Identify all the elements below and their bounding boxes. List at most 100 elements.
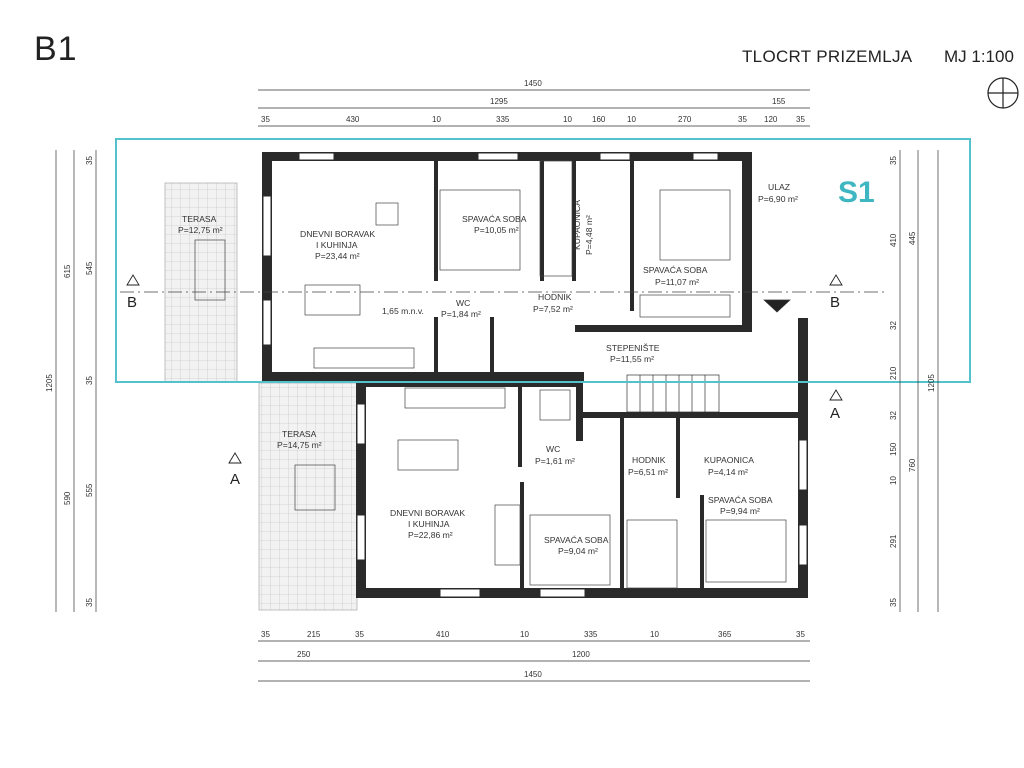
svg-text:155: 155 — [772, 97, 786, 106]
svg-text:615: 615 — [63, 264, 72, 278]
svg-text:10: 10 — [432, 115, 441, 124]
svg-text:291: 291 — [889, 534, 898, 548]
room-spavaca-4-area: P=9,04 m² — [558, 546, 598, 556]
svg-text:1200: 1200 — [572, 650, 590, 659]
svg-text:35: 35 — [85, 376, 94, 385]
svg-text:1205: 1205 — [45, 374, 54, 392]
room-wc-bot-area: P=1,61 m² — [535, 456, 575, 466]
room-dnevni-top-name2: I KUHINJA — [316, 240, 358, 250]
terrace-top-hatch — [164, 182, 238, 383]
section-b-left-icon — [126, 274, 140, 286]
drawing-scale: MJ 1:100 — [944, 47, 1014, 66]
svg-text:1450: 1450 — [524, 79, 542, 88]
room-stepeniste-area: P=11,55 m² — [610, 354, 654, 364]
room-hodnik-bot-area: P=6,51 m² — [628, 467, 668, 477]
svg-text:10: 10 — [563, 115, 572, 124]
level-marker: 1,65 m.n.v. — [382, 306, 424, 316]
room-spavaca-3-area: P=9,94 m² — [720, 506, 760, 516]
room-spavaca-2-area: P=11,07 m² — [655, 277, 699, 287]
room-wc-top-name: WC — [456, 298, 470, 308]
svg-text:215: 215 — [307, 630, 321, 639]
svg-text:160: 160 — [592, 115, 606, 124]
svg-text:210: 210 — [889, 366, 898, 380]
svg-text:1205: 1205 — [927, 374, 936, 392]
svg-text:365: 365 — [718, 630, 732, 639]
svg-text:10: 10 — [627, 115, 636, 124]
dimension-lines-left — [55, 150, 97, 612]
room-spavaca-1-area: P=10,05 m² — [474, 225, 519, 235]
svg-text:410: 410 — [436, 630, 450, 639]
svg-text:250: 250 — [297, 650, 311, 659]
svg-text:35: 35 — [796, 115, 805, 124]
room-labels: TERASA P=12,75 m² DNEVNI BORAVAK I KUHIN… — [178, 182, 798, 556]
room-kupaonica-top-name: KUPAONICA — [572, 200, 582, 250]
svg-text:335: 335 — [584, 630, 598, 639]
block-label: B1 — [34, 30, 78, 68]
room-kupaonica-top-area: P=4,48 m² — [584, 215, 594, 255]
room-hodnik-top-name: HODNIK — [538, 292, 572, 302]
section-markers: B B A A — [120, 274, 885, 488]
room-hodnik-bot-name: HODNIK — [632, 455, 666, 465]
north-arrow-icon — [987, 77, 1019, 109]
svg-text:35: 35 — [889, 598, 898, 607]
room-terasa-bot-area: P=14,75 m² — [277, 440, 322, 450]
room-spavaca-2-name: SPAVAĆA SOBA — [643, 265, 708, 275]
section-b-left-label: B — [127, 294, 137, 311]
room-wc-bot-name: WC — [546, 444, 560, 454]
svg-text:10: 10 — [650, 630, 659, 639]
svg-text:35: 35 — [355, 630, 364, 639]
room-spavaca-4-name: SPAVAĆA SOBA — [544, 535, 609, 545]
room-ulaz-name: ULAZ — [768, 182, 790, 192]
room-dnevni-top-name: DNEVNI BORAVAK — [300, 229, 375, 239]
dimension-text-bottom: 35 215 35 410 10 335 10 365 35 250 1200 … — [261, 630, 805, 679]
svg-text:120: 120 — [764, 115, 778, 124]
room-spavaca-1-name: SPAVAĆA SOBA — [462, 214, 527, 224]
drawing-title: TLOCRT PRIZEMLJA — [742, 47, 913, 66]
room-dnevni-top-area: P=23,44 m² — [315, 251, 360, 261]
room-hodnik-top-area: P=7,52 m² — [533, 304, 573, 314]
room-kupaonica-bot-area: P=4,14 m² — [708, 467, 748, 477]
svg-text:1295: 1295 — [490, 97, 508, 106]
section-b-right-icon — [829, 274, 843, 286]
svg-text:1450: 1450 — [524, 670, 542, 679]
dimension-lines-bottom — [258, 640, 810, 682]
section-b-right-label: B — [830, 294, 840, 311]
svg-text:32: 32 — [889, 411, 898, 420]
dimension-lines-top — [258, 89, 810, 127]
svg-text:32: 32 — [889, 321, 898, 330]
room-terasa-top-area: P=12,75 m² — [178, 225, 223, 235]
svg-text:35: 35 — [261, 115, 270, 124]
svg-text:760: 760 — [908, 458, 917, 472]
svg-text:35: 35 — [738, 115, 747, 124]
svg-text:555: 555 — [85, 483, 94, 497]
svg-text:270: 270 — [678, 115, 692, 124]
svg-text:335: 335 — [496, 115, 510, 124]
svg-text:430: 430 — [346, 115, 360, 124]
svg-text:35: 35 — [889, 156, 898, 165]
section-a-left-label: A — [230, 471, 240, 488]
svg-text:545: 545 — [85, 261, 94, 275]
svg-text:590: 590 — [63, 491, 72, 505]
section-a-right-label: A — [830, 405, 840, 422]
room-terasa-bot-name: TERASA — [282, 429, 317, 439]
unit-highlight-box — [115, 138, 971, 383]
svg-text:150: 150 — [889, 442, 898, 456]
room-spavaca-3-name: SPAVAĆA SOBA — [708, 495, 773, 505]
dimension-text-right: 1205 445 760 35 410 32 210 32 150 10 291… — [889, 156, 936, 607]
svg-text:35: 35 — [261, 630, 270, 639]
svg-text:35: 35 — [85, 598, 94, 607]
dimension-text-left: 1205 615 590 35 545 35 555 35 — [45, 156, 94, 607]
room-dnevni-bot-name: DNEVNI BORAVAK — [390, 508, 465, 518]
room-kupaonica-bot-name: KUPAONICA — [704, 455, 754, 465]
room-wc-top-area: P=1,84 m² — [441, 309, 481, 319]
section-a-right-icon — [829, 389, 843, 401]
svg-text:35: 35 — [85, 156, 94, 165]
terrace-bottom-hatch — [258, 382, 358, 611]
dimension-lines-right — [899, 150, 939, 612]
section-a-left-icon — [228, 452, 242, 464]
room-terasa-top-name: TERASA — [182, 214, 217, 224]
svg-text:410: 410 — [889, 233, 898, 247]
windows — [262, 152, 808, 598]
furniture — [194, 160, 787, 589]
